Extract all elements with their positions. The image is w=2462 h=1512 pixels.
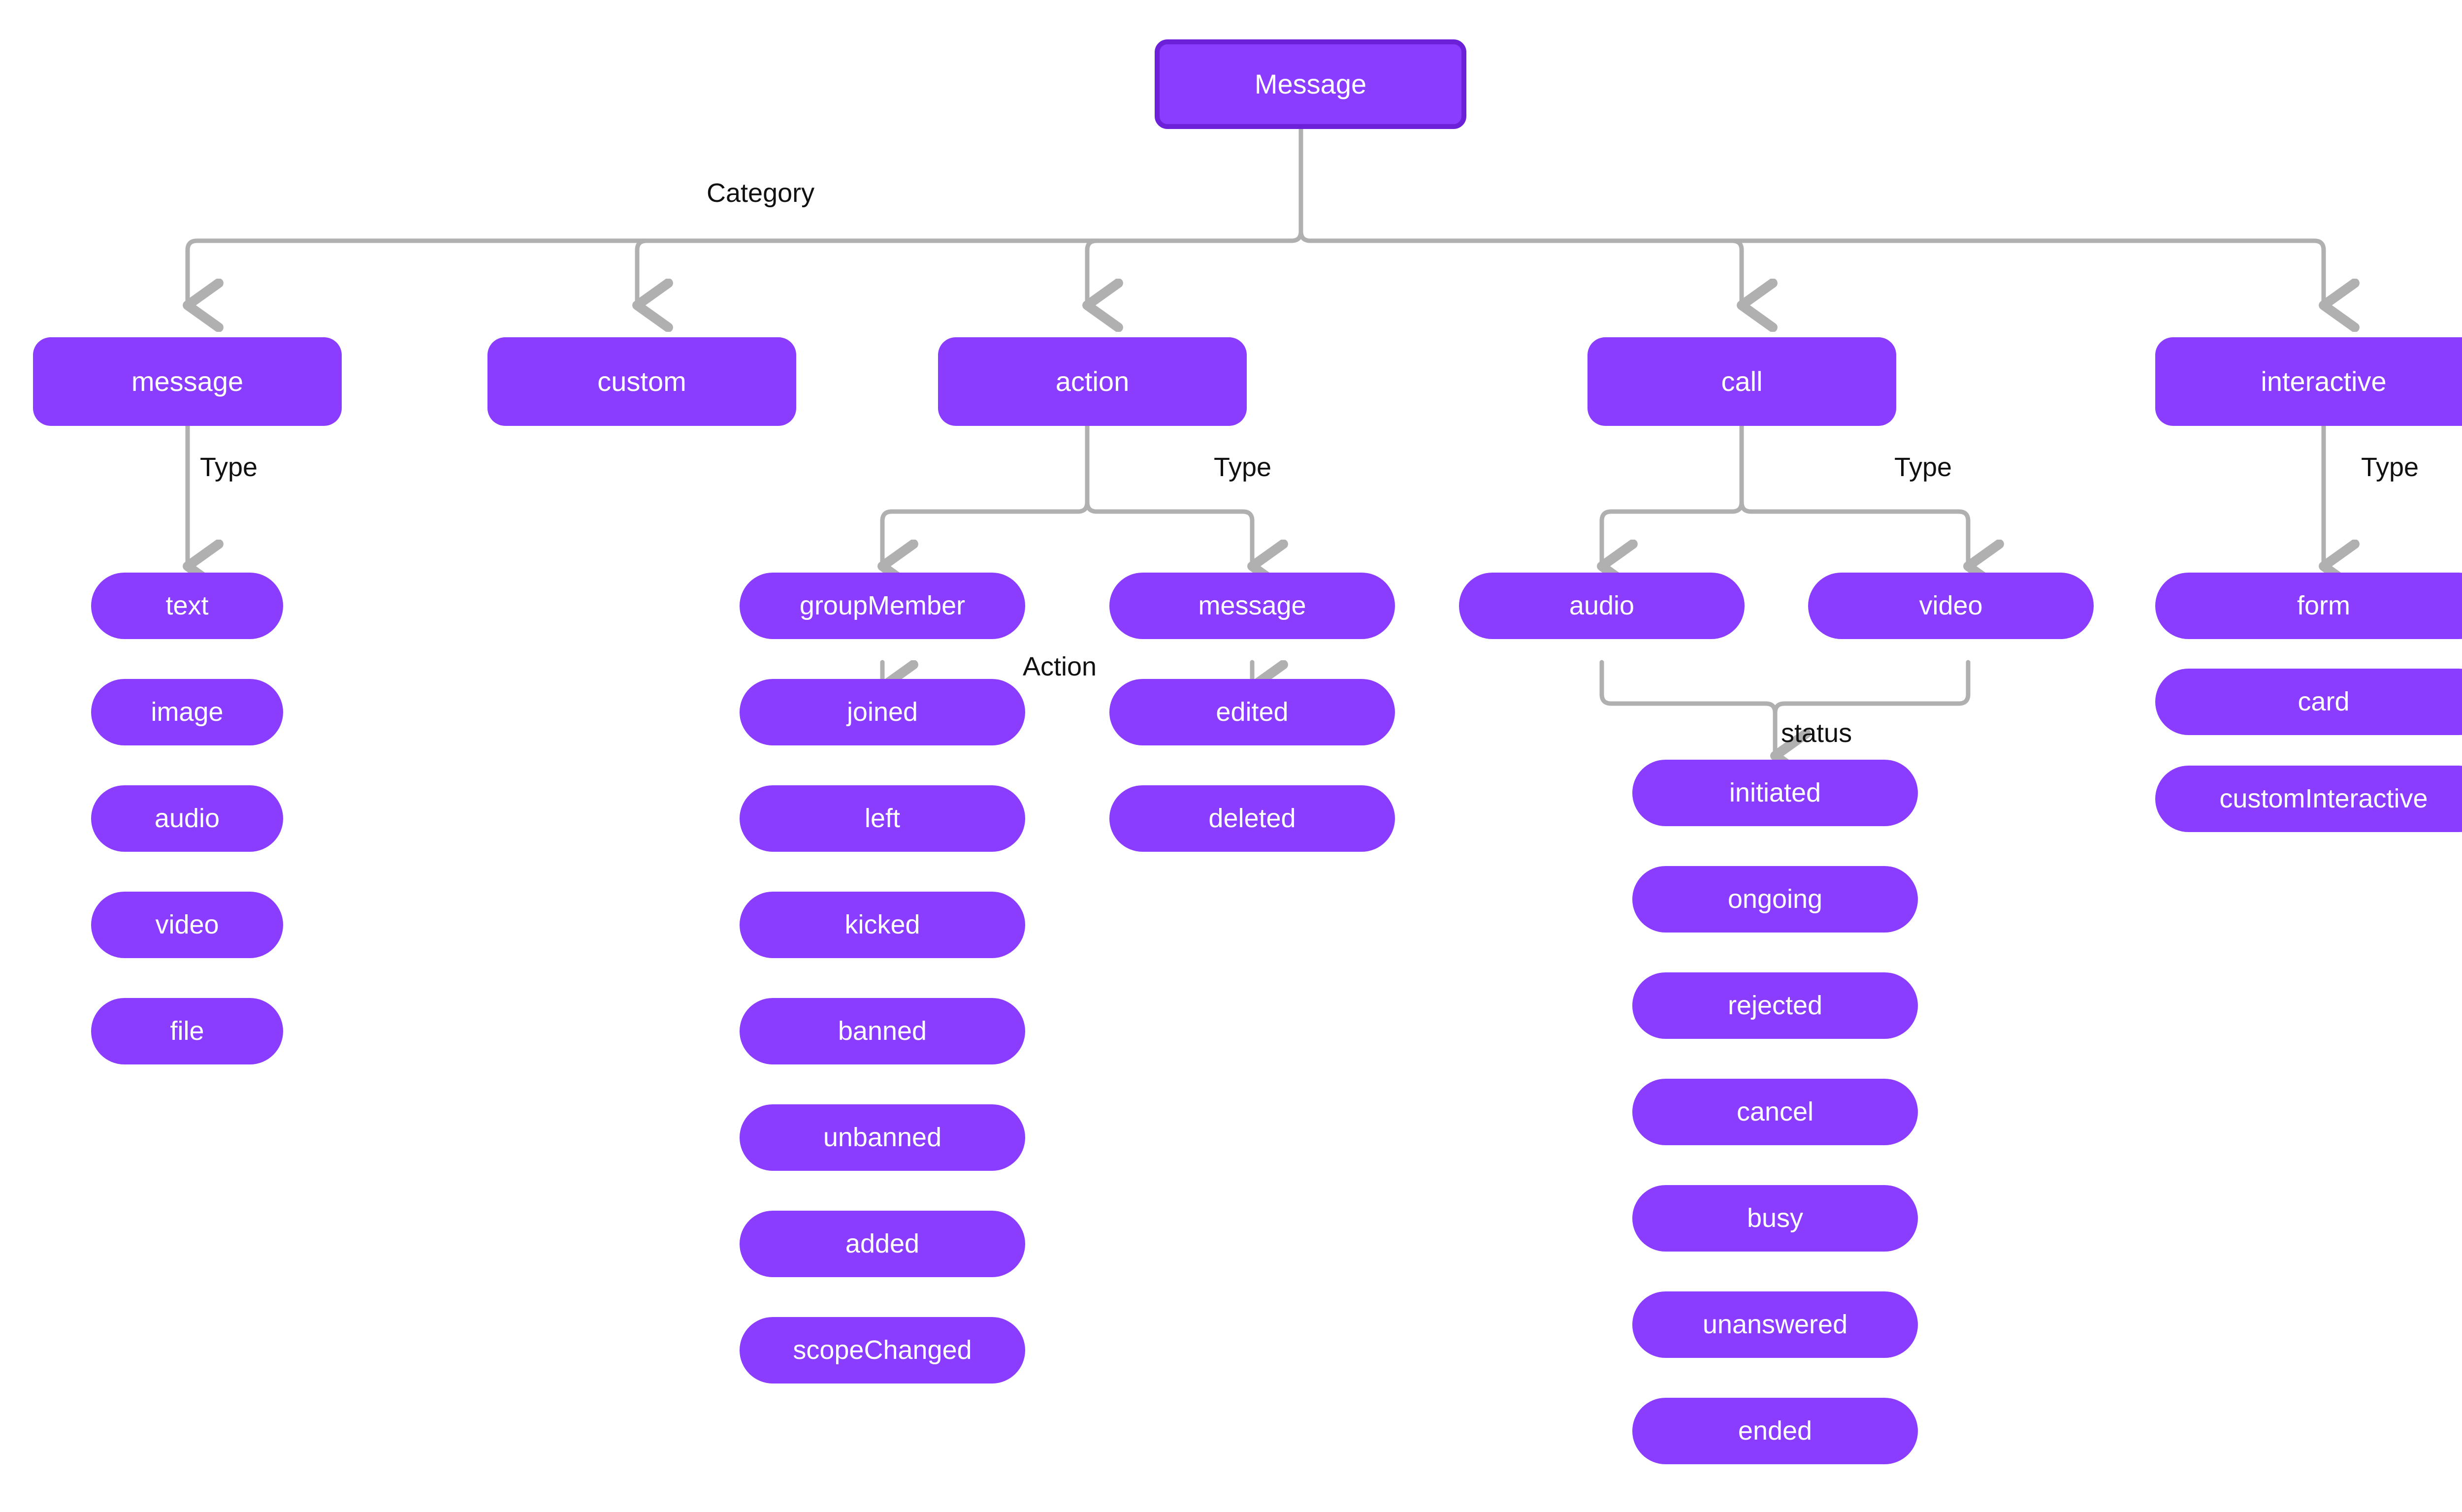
edge-category-interactive [1308, 238, 2324, 305]
leaf-groupmember-joined[interactable]: joined [740, 679, 1025, 745]
leaf-actionmessage-deleted[interactable]: deleted [1109, 785, 1395, 852]
leaf-interactive-form[interactable]: form [2155, 573, 2462, 639]
leaf-call-video[interactable]: video [1808, 573, 2094, 639]
node-label: audio [1569, 590, 1635, 620]
edge-label-action-type: Type [1214, 452, 1272, 482]
edge-call-video [1749, 509, 1968, 566]
leaf-message-audio[interactable]: audio [91, 785, 283, 852]
edge-category-action [1087, 238, 1294, 305]
node-label: deleted [1208, 803, 1296, 833]
leaf-call-status-rejected[interactable]: rejected [1632, 972, 1918, 1039]
leaf-call-audio[interactable]: audio [1459, 573, 1745, 639]
node-label: message [1198, 590, 1306, 620]
edge-label-call-type: Type [1894, 452, 1952, 482]
leaf-message-video[interactable]: video [91, 892, 283, 958]
leaf-call-status-unanswered[interactable]: unanswered [1632, 1291, 1918, 1358]
node-category-action[interactable]: action [938, 337, 1247, 426]
node-label: unanswered [1702, 1309, 1848, 1339]
node-label: busy [1747, 1203, 1804, 1233]
node-label: text [165, 590, 209, 620]
node-label: edited [1216, 697, 1289, 727]
node-label: rejected [1727, 990, 1823, 1020]
edge-audio-status [1599, 660, 1775, 756]
node-label: added [845, 1228, 920, 1258]
node-label: banned [838, 1016, 927, 1046]
leaf-call-status-initiated[interactable]: initiated [1632, 760, 1918, 826]
leaf-groupmember-banned[interactable]: banned [740, 998, 1025, 1064]
edge-call-audio [1602, 509, 1735, 566]
edge-label-groupmember-action: Action [1023, 652, 1097, 681]
node-label: custom [597, 366, 686, 397]
leaf-interactive-card[interactable]: card [2155, 669, 2462, 735]
edge-label-call-status: status [1781, 718, 1852, 748]
leaf-call-status-ongoing[interactable]: ongoing [1632, 866, 1918, 933]
leaf-groupmember-added[interactable]: added [740, 1211, 1025, 1277]
node-label: joined [846, 697, 918, 727]
node-label: initiated [1729, 777, 1821, 807]
node-label: ended [1738, 1415, 1813, 1446]
edge-video-status [1773, 660, 1971, 758]
edge-action-split-right [1085, 423, 1099, 514]
node-label: form [2297, 590, 2350, 620]
leaf-interactive-custominteractive[interactable]: customInteractive [2155, 766, 2462, 832]
node-category-custom[interactable]: custom [487, 337, 796, 426]
node-label: file [170, 1016, 204, 1046]
edge-label-interactive-type: Type [2361, 452, 2419, 482]
edge-category-custom [637, 238, 1294, 305]
leaf-message-file[interactable]: file [91, 998, 283, 1064]
node-label: interactive [2261, 366, 2387, 397]
edge-category-call [1308, 238, 1742, 305]
node-category-interactive[interactable]: interactive [2155, 337, 2462, 426]
node-category-call[interactable]: call [1587, 337, 1896, 426]
node-label: video [1919, 590, 1983, 620]
node-label: ongoing [1727, 884, 1823, 914]
node-category-message[interactable]: message [33, 337, 342, 426]
node-label: groupMember [799, 590, 966, 620]
edge-category-message [188, 238, 1294, 305]
leaf-call-status-cancel[interactable]: cancel [1632, 1079, 1918, 1145]
node-label: action [1055, 366, 1130, 397]
edge-action-groupmember [882, 509, 1080, 566]
leaf-action-groupmember[interactable]: groupMember [740, 573, 1025, 639]
node-label: left [864, 803, 901, 833]
node-label: audio [154, 803, 220, 833]
node-label: message [131, 366, 244, 397]
node-label: video [155, 909, 219, 939]
leaf-groupmember-left[interactable]: left [740, 785, 1025, 852]
node-root-message[interactable]: Message [1155, 39, 1466, 129]
leaf-groupmember-scopechanged[interactable]: scopeChanged [740, 1317, 1025, 1383]
leaf-actionmessage-edited[interactable]: edited [1109, 679, 1395, 745]
leaf-groupmember-unbanned[interactable]: unbanned [740, 1104, 1025, 1171]
node-label: unbanned [823, 1122, 942, 1152]
edge-label-message-type: Type [200, 452, 258, 482]
leaf-groupmember-kicked[interactable]: kicked [740, 892, 1025, 958]
node-label: image [151, 697, 224, 727]
leaf-message-image[interactable]: image [91, 679, 283, 745]
node-label: cancel [1736, 1096, 1814, 1126]
leaf-action-message[interactable]: message [1109, 573, 1395, 639]
leaf-call-status-ended[interactable]: ended [1632, 1398, 1918, 1464]
node-label: call [1721, 366, 1763, 397]
leaf-call-status-busy[interactable]: busy [1632, 1185, 1918, 1252]
node-label: card [2298, 686, 2350, 716]
node-label: Message [1254, 68, 1367, 100]
edge-call-split-right [1739, 423, 1753, 514]
edge-label-category: Category [707, 178, 815, 208]
node-label: kicked [844, 909, 920, 939]
node-label: customInteractive [2219, 783, 2428, 813]
edge-root-stem-right [1298, 127, 1313, 243]
edge-action-message [1094, 509, 1252, 566]
node-label: scopeChanged [793, 1335, 972, 1365]
leaf-message-text[interactable]: text [91, 573, 283, 639]
